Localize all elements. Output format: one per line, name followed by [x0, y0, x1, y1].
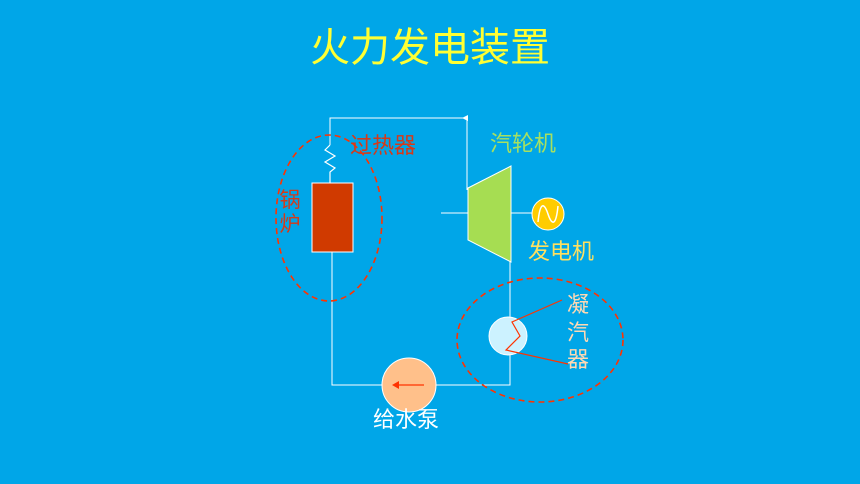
turbine-body	[467, 165, 512, 263]
boiler-body	[311, 182, 354, 253]
condenser-dashed-outline	[456, 277, 624, 403]
superheater-label: 过热器	[350, 134, 417, 159]
steam-pipe-top	[329, 117, 468, 190]
page-title: 火力发电装置	[310, 25, 550, 71]
steam-pipe-arrow	[462, 115, 468, 121]
condenser-label: 凝汽器	[566, 293, 589, 373]
generator-sine-icon	[537, 205, 559, 223]
condenser-coil	[504, 299, 569, 365]
condenser-body	[488, 316, 528, 356]
feed-pump-label: 给水泵	[373, 408, 440, 433]
boiler-dashed-outline	[275, 134, 383, 302]
boiler-label: 锅炉	[279, 188, 301, 237]
superheater-coil	[323, 144, 337, 183]
pump-flow-arrow-head	[392, 381, 399, 389]
generator-label: 发电机	[528, 240, 595, 265]
turbine-label: 汽轮机	[490, 132, 557, 157]
